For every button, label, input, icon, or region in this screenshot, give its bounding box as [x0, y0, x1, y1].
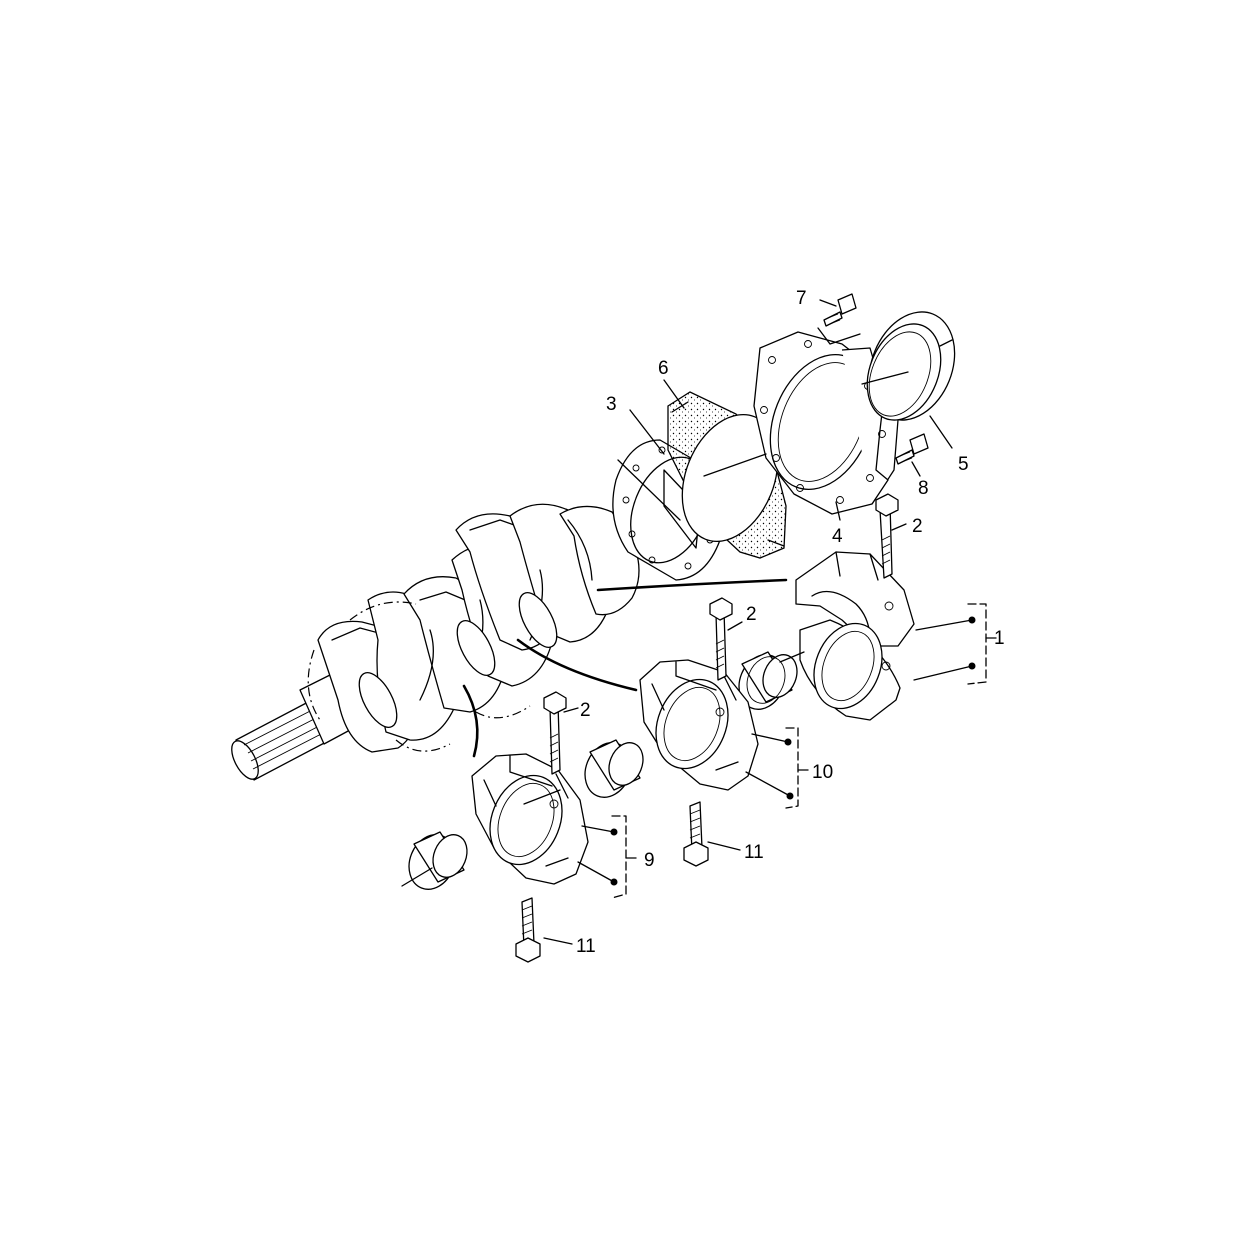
callout-5: 5 — [958, 454, 969, 475]
callout-2-mid: 2 — [746, 604, 757, 625]
bearing-bolt-mid — [709, 597, 733, 681]
callout-11-mid: 11 — [744, 842, 764, 863]
seal-housing-gasket — [667, 391, 787, 559]
housing-bolt-8 — [895, 433, 929, 465]
leader-lines — [401, 299, 997, 945]
callout-3: 3 — [606, 394, 617, 415]
callout-2-lower: 2 — [580, 700, 591, 721]
callout-10: 10 — [812, 762, 833, 783]
callout-4: 4 — [832, 526, 843, 547]
bearing-holder-9 — [471, 753, 589, 885]
bearing-bolt-lower — [543, 691, 567, 775]
holder-bolt-11-lower — [515, 897, 541, 963]
bearing-bolt-upper — [875, 493, 899, 579]
crankshaft — [231, 503, 640, 781]
callout-7: 7 — [796, 288, 807, 309]
callout-labels: 1 2 2 2 3 4 5 6 7 8 9 10 11 11 — [576, 288, 1005, 957]
main-bearing-shell-front — [408, 831, 468, 890]
main-bearing-shell-left — [584, 739, 644, 798]
callout-11-lower: 11 — [576, 936, 596, 957]
callout-8: 8 — [918, 478, 929, 499]
bearing-holder-10 — [639, 659, 759, 791]
callout-1: 1 — [994, 628, 1005, 649]
holder-bolt-11-mid — [683, 801, 709, 867]
rear-oil-seal — [866, 311, 956, 421]
callout-6: 6 — [658, 358, 669, 379]
main-bearing-shell-mid — [738, 651, 798, 710]
journal-leader-lines — [462, 578, 788, 758]
callout-9: 9 — [644, 850, 655, 871]
crankshaft-webs — [317, 503, 640, 753]
bearing-holder-1 — [795, 551, 915, 721]
callout-2-upper: 2 — [912, 516, 923, 537]
housing-bolt-7 — [823, 293, 857, 327]
